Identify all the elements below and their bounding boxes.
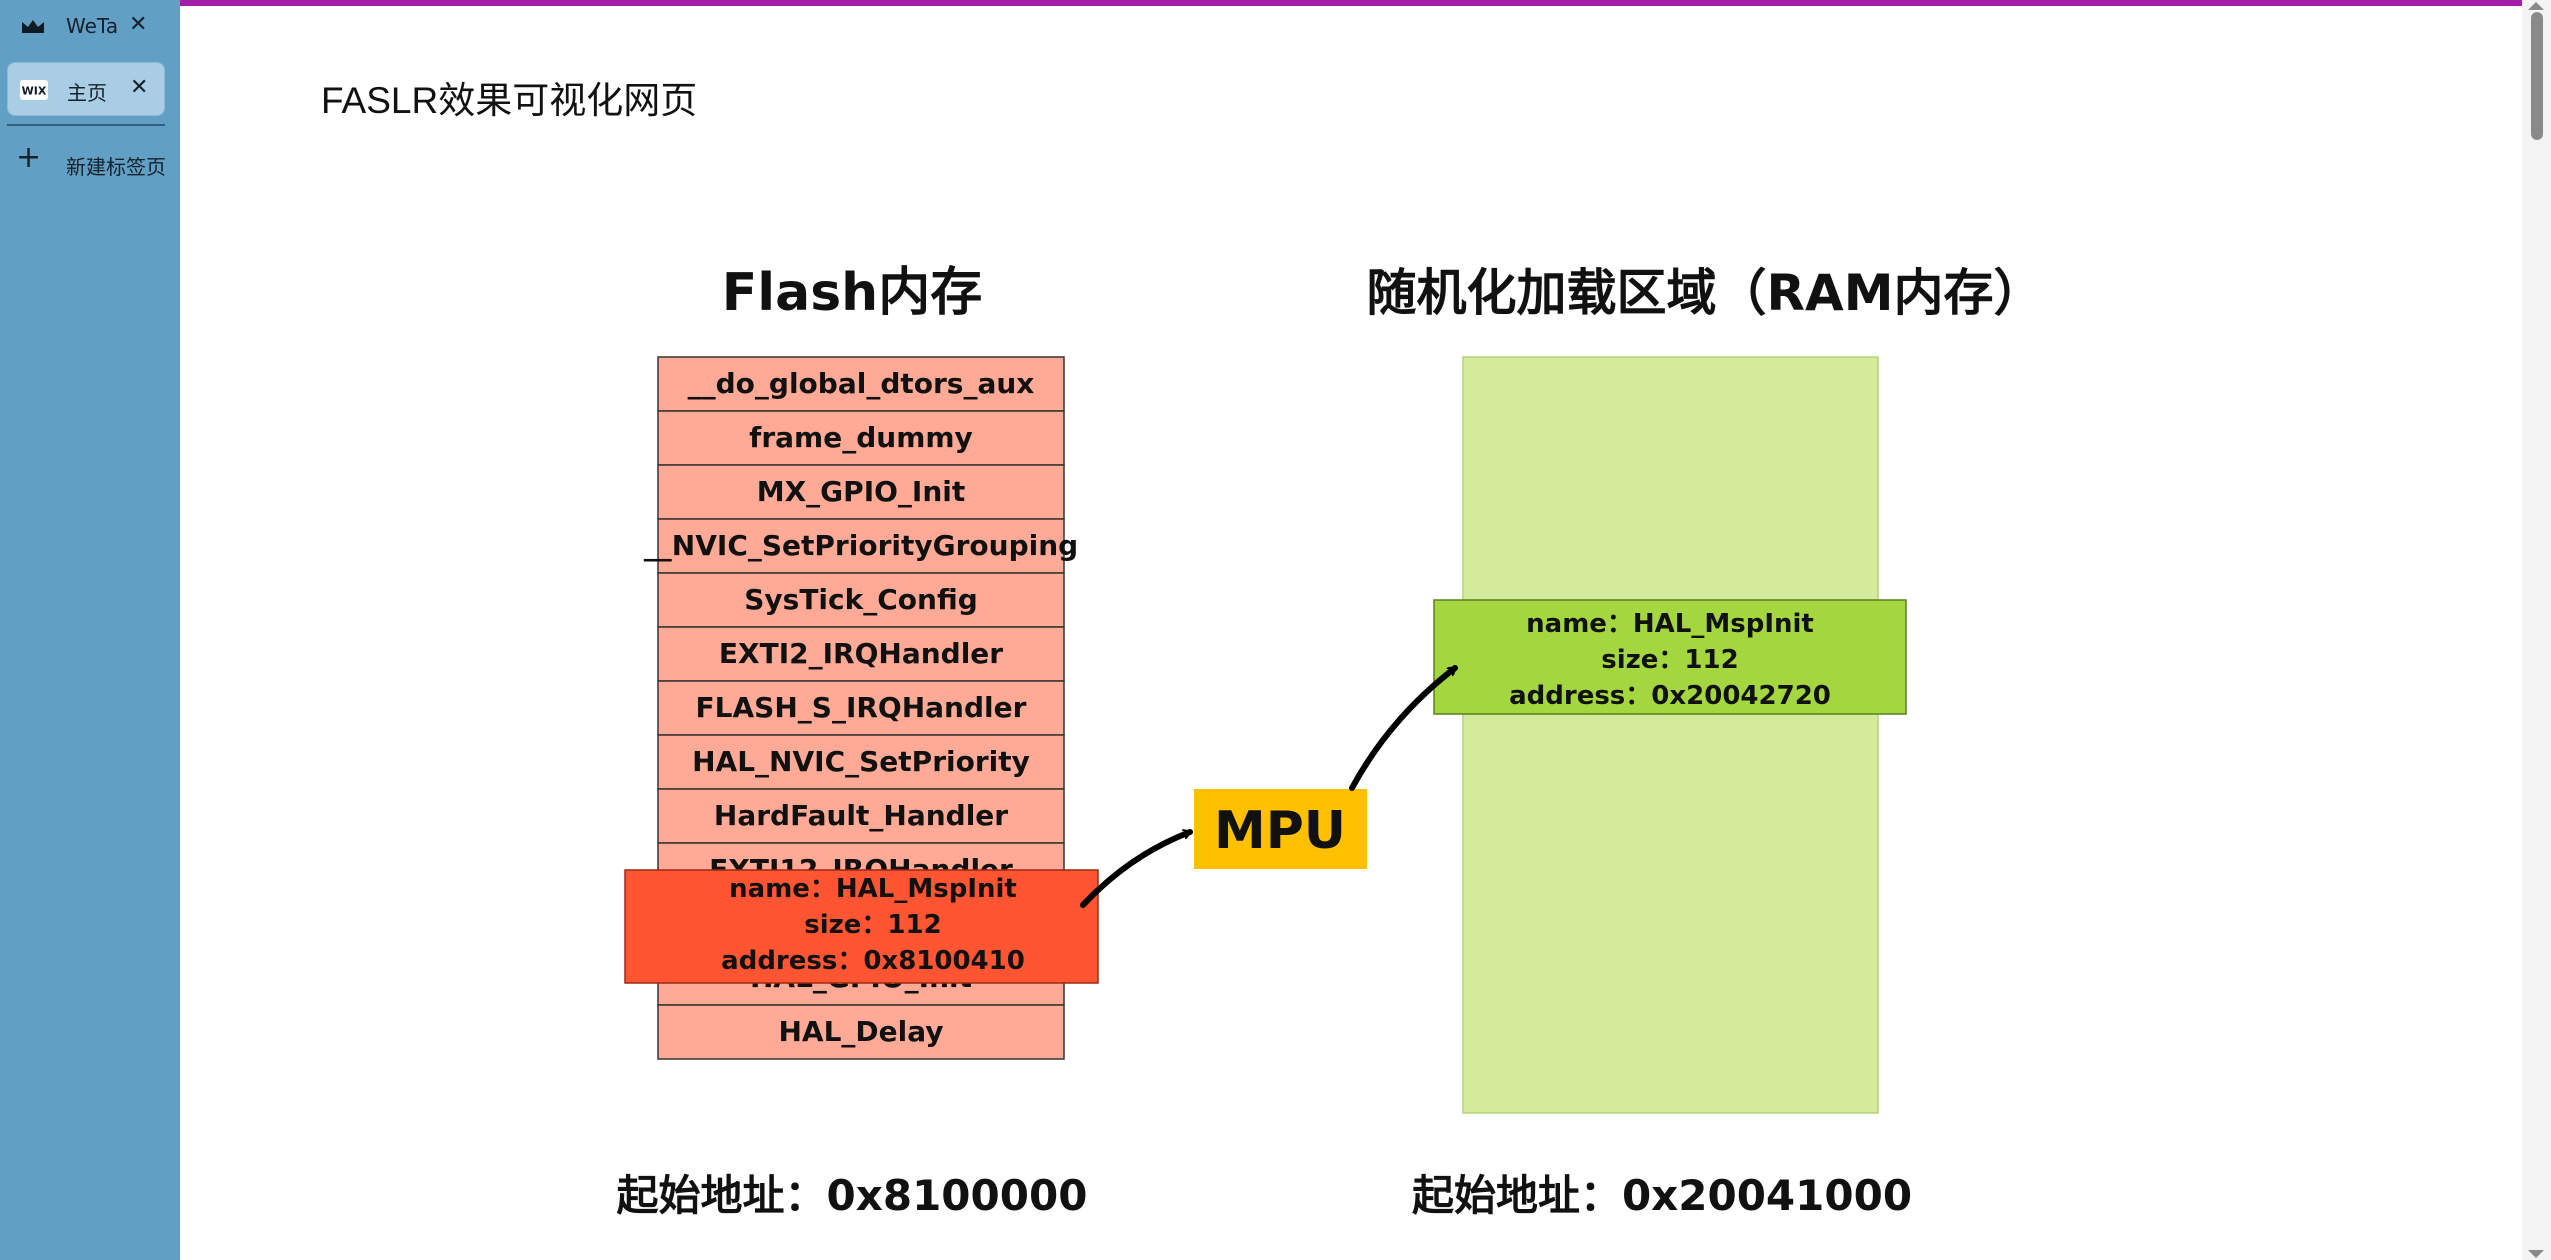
tab-label: 主页 [67,81,107,105]
arrow-flash-to-mpu [1080,832,1193,908]
ram-highlight-name: name：HAL_MspInit [1526,609,1814,639]
scroll-down-icon[interactable] [2528,1250,2544,1258]
flash-block-label: HAL_Delay [778,1015,943,1048]
flash-block[interactable]: HAL_NVIC_SetPriority [657,734,1065,790]
page-content: FASLR效果可视化网页 Flash内存 随机化加载区域（RAM内存） __do… [180,0,2522,1260]
tab-home[interactable]: WIX 主页 ✕ [7,62,165,116]
ram-highlight-block[interactable]: name：HAL_MspInit size：112 address：0x2004… [1433,599,1907,715]
flash-memory-title: Flash内存 [722,263,982,323]
flash-block-label: FLASH_S_IRQHandler [696,691,1027,724]
ram-memory-title: 随机化加载区域（RAM内存） [1367,264,2044,322]
flash-block[interactable]: __NVIC_SetPriorityGrouping [644,518,1078,574]
flash-block-label: HardFault_Handler [714,799,1008,832]
flash-block[interactable]: frame_dummy [657,410,1065,466]
flash-block-label: HAL_NVIC_SetPriority [692,745,1030,778]
close-icon[interactable]: ✕ [129,12,148,37]
tab-weta[interactable]: WeTa ✕ [7,0,165,54]
flash-block-label: SysTick_Config [744,583,978,616]
flash-highlight-block[interactable]: name：HAL_MspInit size：112 address：0x8100… [624,869,1099,984]
flash-block[interactable]: SysTick_Config [657,572,1065,628]
flash-block-label: __do_global_dtors_aux [688,367,1035,400]
new-tab-button[interactable]: + 新建标签页 [16,141,176,180]
tab-separator [7,124,165,126]
flash-block[interactable]: HAL_Delay [657,1004,1065,1060]
flash-block[interactable]: MX_GPIO_Init [657,464,1065,520]
flash-block-label: EXTI2_IRQHandler [719,637,1003,670]
close-icon[interactable]: ✕ [130,75,149,100]
flash-block-label: frame_dummy [749,421,973,454]
tab-label: WeTa [66,14,119,38]
crown-icon [22,20,44,33]
flash-highlight-size: size：112 [804,910,941,940]
wix-logo-icon: WIX [20,80,48,100]
flash-block[interactable]: __do_global_dtors_aux [657,356,1065,412]
vertical-scrollbar[interactable] [2522,0,2551,1260]
top-accent-bar [180,0,2522,6]
arrow-mpu-to-ram [1349,665,1458,791]
plus-icon: + [16,140,42,175]
flash-block-stack: __do_global_dtors_aux frame_dummyMX_GPIO_… [644,356,1078,1060]
flash-highlight-name: name：HAL_MspInit [729,874,1017,904]
ram-load-area [1462,356,1879,1114]
mpu-label: MPU [1214,801,1346,861]
flash-block-label: __NVIC_SetPriorityGrouping [644,529,1078,562]
scroll-thumb[interactable] [2531,12,2543,140]
flash-start-address: 起始地址：0x8100000 [617,1171,1088,1220]
page-title: FASLR效果可视化网页 [321,80,698,121]
faslr-diagram: Flash内存 随机化加载区域（RAM内存） __do_global_dtors… [617,263,2044,1220]
scroll-up-icon[interactable] [2528,2,2544,10]
new-tab-label: 新建标签页 [66,155,166,179]
mpu-block: MPU [1194,789,1367,869]
ram-highlight-size: size：112 [1601,645,1738,675]
ram-highlight-address: address：0x20042720 [1509,681,1831,711]
flash-highlight-address: address：0x8100410 [721,946,1025,976]
flash-block[interactable]: EXTI2_IRQHandler [657,626,1065,682]
tab-sidebar: WeTa ✕ WIX 主页 ✕ + 新建标签页 [0,0,180,1260]
flash-block[interactable]: FLASH_S_IRQHandler [657,680,1065,736]
flash-block-label: MX_GPIO_Init [757,475,966,508]
svg-text:WIX: WIX [22,85,47,98]
ram-start-address: 起始地址：0x20041000 [1412,1171,1912,1220]
flash-block[interactable]: HardFault_Handler [657,788,1065,844]
